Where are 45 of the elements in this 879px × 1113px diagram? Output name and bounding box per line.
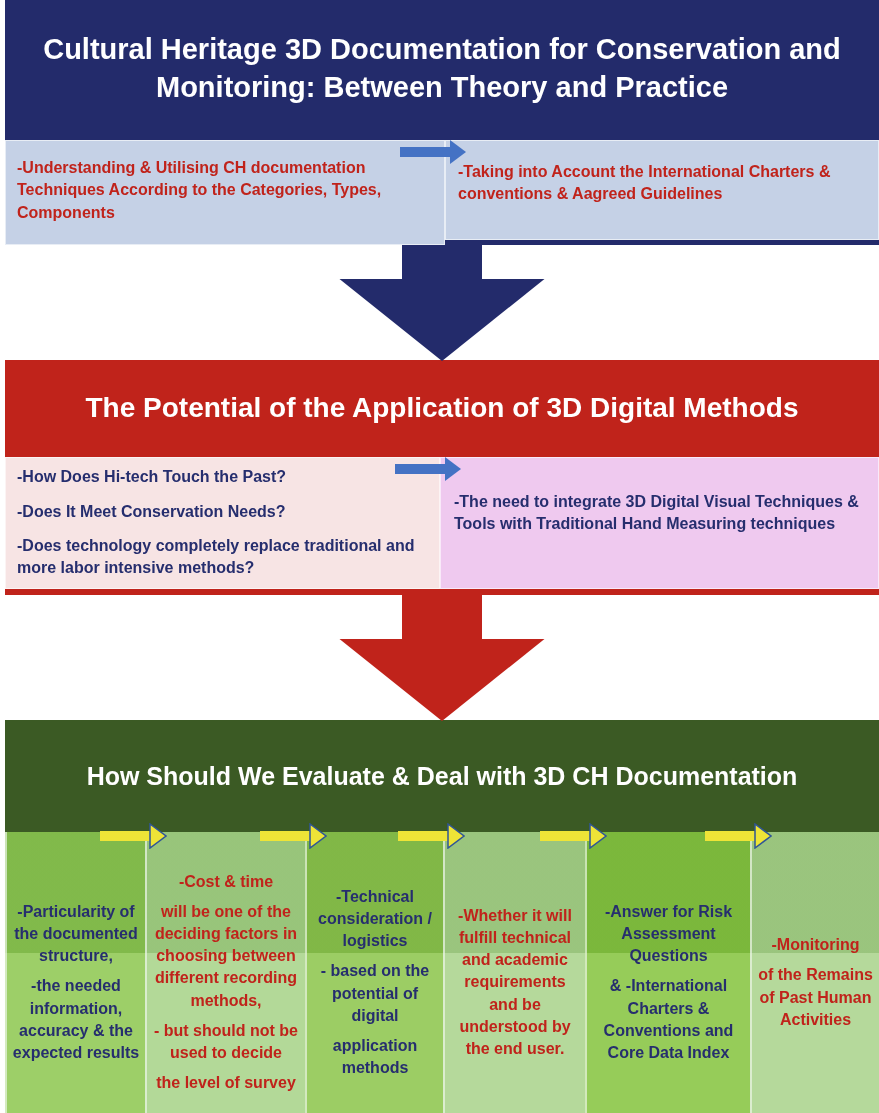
arrow (540, 823, 607, 849)
arrow (260, 823, 327, 849)
column-box (585, 832, 750, 1113)
column-text: & -International Charters & Conventions and Core Data Index (602, 976, 735, 1063)
arrow (395, 457, 461, 481)
column-text: will be one of the deciding factors in choosing between different recording methods, (153, 902, 299, 1011)
text-box (445, 140, 879, 240)
column-text: -Monitoring (771, 935, 860, 956)
box-text: -The need to integrate 3D Digital Visual Techniques & Tools with Traditional Hand Measuring techniques (454, 491, 860, 534)
column-box (5, 832, 145, 1113)
column-text: -Technical consideration / logistics (317, 887, 433, 952)
box-text: -How Does Hi-tech Touch the Past? (17, 467, 288, 488)
block-arrow (339, 595, 545, 721)
section-band (5, 720, 879, 1113)
column-text: the level of survey (156, 1072, 296, 1093)
column-text: -Whether it will fulfill technical and academic requirements and be understood by the end user. (457, 906, 573, 1059)
section-title: How Should We Evaluate & Deal with 3D CH Documentation (85, 760, 799, 792)
box-text: -Does It Meet Conservation Needs? (17, 501, 287, 522)
column-box (443, 832, 585, 1113)
section-band (5, 0, 879, 245)
column-text: - based on the potential of digital (319, 961, 431, 1026)
column-box (750, 832, 879, 1113)
section-title: Cultural Heritage 3D Documentation for Conservation and Monitoring: Between Theory and Practice (42, 32, 842, 105)
column-text: - but should not be used to decide (153, 1020, 299, 1063)
text-box (5, 457, 440, 589)
column-text: -Answer for Risk Assessment Questions (603, 902, 734, 967)
box-text: -Understanding & Utilising CH documentation Techniques According to the Categories, Types, Components (17, 157, 383, 223)
section-title: The Potential of the Application of 3D Digital Methods (84, 391, 800, 426)
text-box (440, 457, 879, 589)
arrow (398, 823, 465, 849)
column-text: application methods (331, 1035, 419, 1078)
arrow (705, 823, 772, 849)
box-text: -Taking into Account the International Charters & conventions & Aagreed Guidelines (458, 161, 832, 204)
column-box (145, 832, 305, 1113)
text-box (5, 140, 445, 245)
block-arrow (339, 245, 545, 361)
box-text: -Does technology completely replace traditional and more labor intensive methods? (17, 536, 416, 579)
section-band (5, 360, 879, 595)
column-text: -Cost & time (178, 872, 274, 893)
column-text: of the Remains of Past Human Activities (757, 965, 874, 1030)
column-box (305, 832, 443, 1113)
arrow (100, 823, 167, 849)
column-text: -Particularity of the documented structure, (13, 902, 139, 967)
column-text: -the needed information, accuracy & the expected results (11, 976, 141, 1063)
arrow (400, 140, 466, 164)
